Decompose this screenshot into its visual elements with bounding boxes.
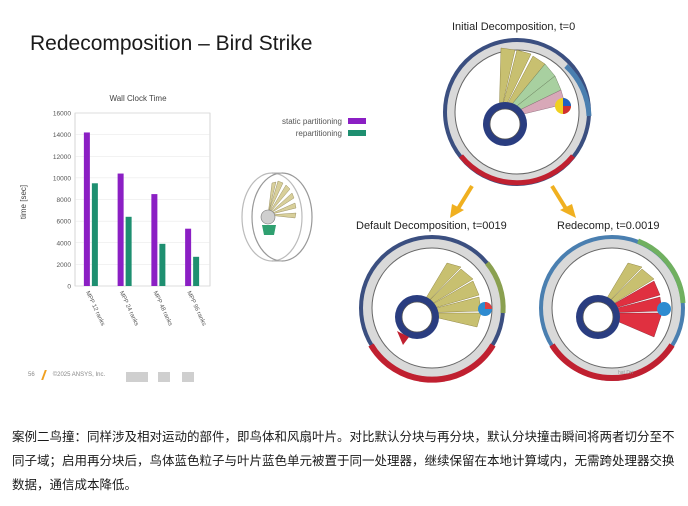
chart-xticks: MPP 12 ranks MPP 24 ranks MPP 48 ranks MPP … <box>84 290 207 327</box>
chart-xtick-label: MPP 24 ranks <box>118 290 139 327</box>
footer-slash-mark <box>40 370 47 380</box>
initial-decomposition-label: Initial Decomposition, t=0 <box>452 21 576 33</box>
footer-page-number: 56 <box>28 372 35 378</box>
arrow-to-default-icon <box>450 184 474 218</box>
blurred-logo-3 <box>182 372 194 382</box>
default-decomposition-label: Default Decomposition, t=0019 <box>356 220 507 232</box>
chart-bar-static <box>151 194 158 286</box>
legend-item-repart: repartitioning <box>226 127 366 139</box>
initial-decomposition-wheel <box>443 38 592 186</box>
legend-swatch-static <box>348 118 366 124</box>
slide-footer: 56 ©2025 ANSYS, Inc. <box>28 370 105 380</box>
chart-bar-static <box>185 228 192 286</box>
chart-ytick-label: 14000 <box>53 132 71 139</box>
arrow-to-redecomp-icon <box>550 184 576 218</box>
chart-bars <box>83 132 200 286</box>
chart-bar-static <box>117 173 124 286</box>
legend-swatch-repart <box>348 130 366 136</box>
blurred-logo-1 <box>126 372 148 382</box>
chart-ytick-label: 2000 <box>57 262 72 269</box>
caption-text: 案例二鸟撞：同样涉及相对运动的部件，即鸟体和风扇叶片。对比默认分块与再分块，默认… <box>12 429 675 492</box>
legend-label-static: static partitioning <box>281 116 342 126</box>
chart-ytick-label: 8000 <box>57 197 72 204</box>
legend-label-repart: repartitioning <box>295 128 342 138</box>
chart-yticks: 0 2000 4000 6000 8000 10000 12000 14000 16000 <box>53 111 71 291</box>
chart-bar-repart <box>91 183 98 286</box>
chart-bar-repart <box>159 243 166 286</box>
default-decomposition-wheel <box>359 235 506 383</box>
wall-clock-chart: Wall Clock Time time [sec] 0 2000 4000 6000… <box>20 94 211 327</box>
fan-engine-illustration <box>241 172 313 262</box>
chart-xtick-label: MPP 96 ranks <box>185 290 206 327</box>
chart-legend: static partitioning repartitioning <box>226 115 366 139</box>
chart-ytick-label: 6000 <box>57 219 72 226</box>
chart-ytick-label: 16000 <box>53 111 71 118</box>
chart-ylabel: time [sec] <box>20 185 28 219</box>
blurred-logo-2 <box>158 372 170 382</box>
chart-bar-repart <box>193 256 200 286</box>
redecomp-label: Redecomp, t=0.0019 <box>557 220 660 232</box>
chart-ytick-label: 4000 <box>57 240 72 247</box>
chart-title: Wall Clock Time <box>109 94 167 103</box>
chart-ytick-label: 12000 <box>53 154 71 161</box>
legend-item-static: static partitioning <box>226 115 366 127</box>
chart-xtick-label: MPP 12 ranks <box>84 290 105 327</box>
chart-xtick-label: MPP 48 ranks <box>152 290 173 327</box>
chart-ytick-label: 10000 <box>53 175 71 182</box>
chart-bar-static <box>83 132 90 286</box>
slide-title: Redecomposition – Bird Strike <box>30 32 313 55</box>
chart-bar-repart <box>125 216 132 286</box>
redecomp-wheel <box>539 235 686 381</box>
footer-copyright: ©2025 ANSYS, Inc. <box>52 372 106 378</box>
chart-ytick-label: 0 <box>67 284 71 291</box>
watermark-text: hat Dri <box>618 370 633 376</box>
